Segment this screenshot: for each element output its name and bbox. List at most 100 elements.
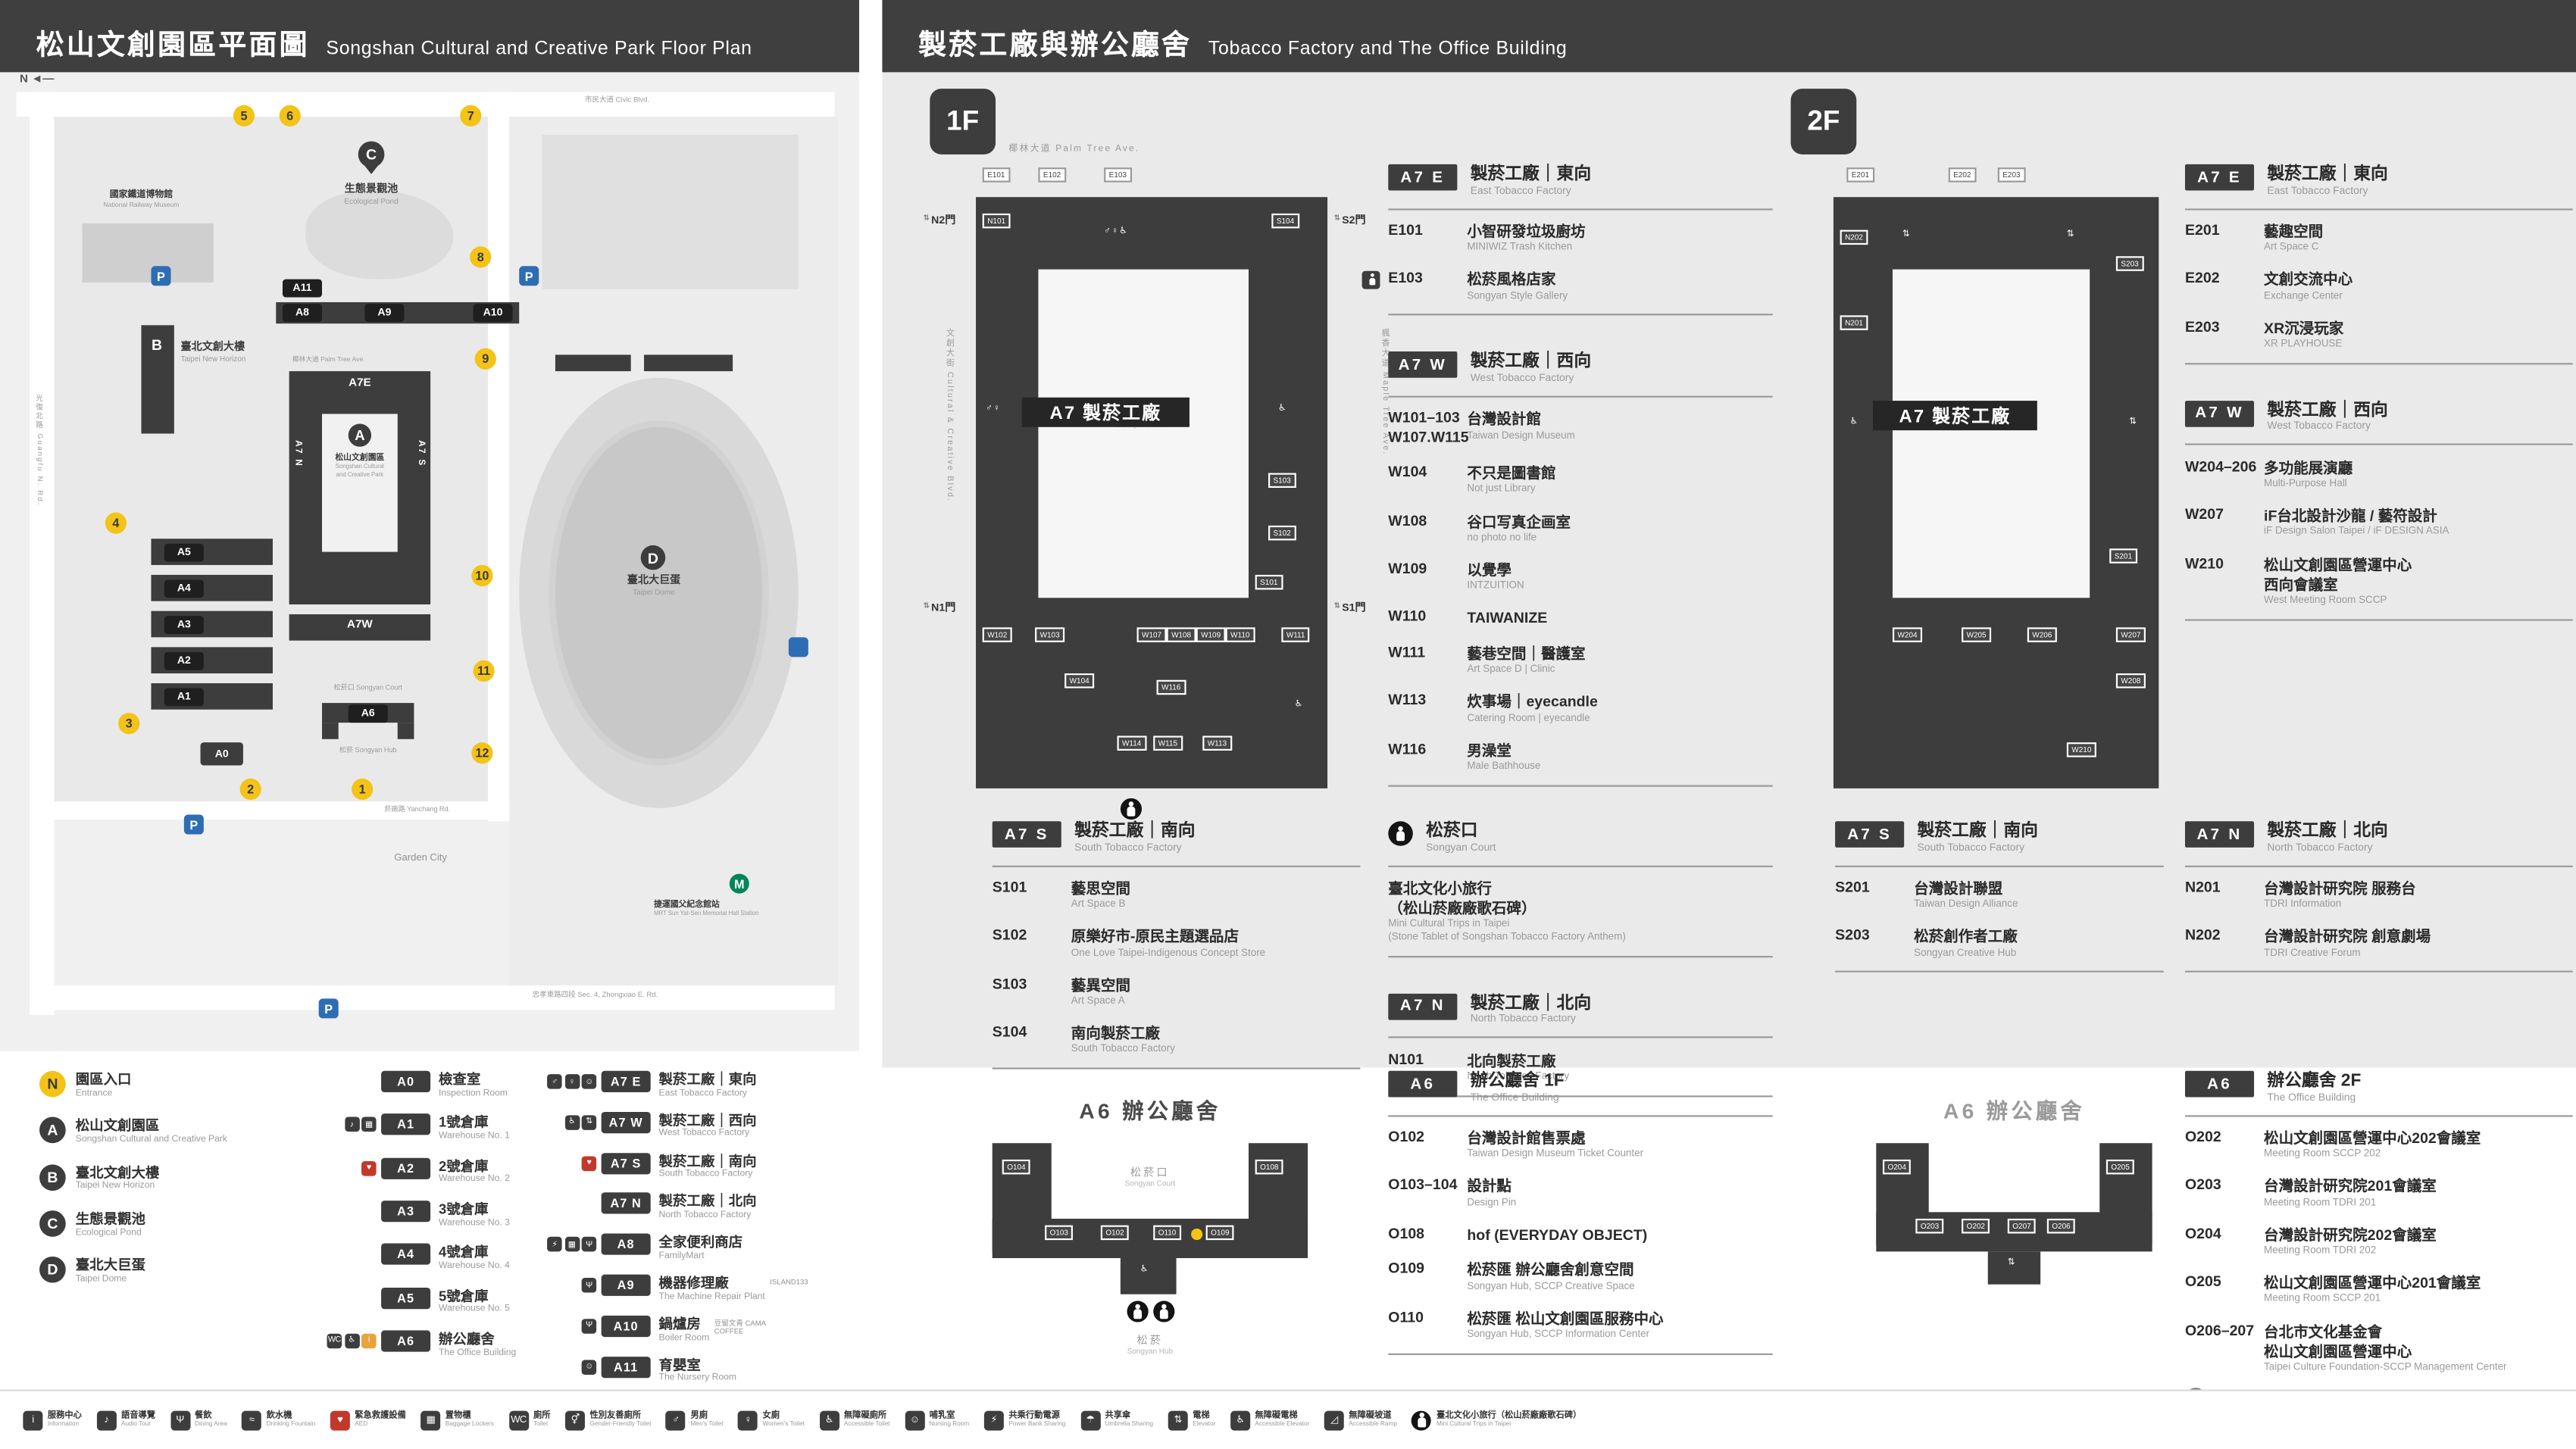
room-name-zh: 台灣設計館售票處 (1467, 1129, 1586, 1147)
plan-room-label: O206 (2046, 1218, 2076, 1234)
entrance-marker: 3 (118, 713, 140, 735)
road-guangfu-n-rd (30, 92, 55, 1016)
entrance-marker: 9 (474, 348, 496, 370)
plan-room-label: E201 (1846, 167, 1874, 183)
room-name-zh: 台灣設計研究院201會議室 (2264, 1178, 2437, 1195)
legend-en: North Tobacco Factory (658, 1210, 752, 1221)
plan-room-label: W113 (1202, 735, 1232, 751)
legend-icons: Ψ (542, 1316, 597, 1334)
a-zh: 松山文創園區 (335, 453, 385, 464)
mrt-en: MRT Sun Yat-Sen Memorial Hall Station (654, 910, 759, 917)
legend-zh: 檢查室 (438, 1070, 481, 1088)
plan-room-label: E202 (1948, 167, 1977, 183)
room-code: O103–104 (1388, 1176, 1458, 1194)
legend-en: Ecological Pond (75, 1228, 142, 1238)
person-icon (1133, 1303, 1143, 1320)
legend-zh: 5號倉庫 (438, 1287, 489, 1304)
plan-room-label: W109 (1196, 627, 1226, 642)
section-badge: A6 (1388, 1070, 1458, 1098)
plan-room-label: W207 (2115, 627, 2146, 642)
dining-icon: Ψ (581, 1278, 597, 1293)
a2-badge: A2 (164, 651, 204, 670)
a6-label: A6 (361, 707, 375, 719)
nursing-room-icon: ☺ (905, 1410, 925, 1430)
audio-tour-icon: ♪ (96, 1410, 117, 1430)
gate-arrow-icon: ⇅ (923, 213, 930, 222)
railway-museum-building (82, 223, 214, 283)
facility-pictogram: ⇅ (2007, 1257, 2016, 1269)
legend-en: Songshan Cultural and Creative Park (75, 1135, 228, 1145)
a1-badge: A1 (164, 687, 204, 706)
facility-pictogram: ⇅ (2066, 230, 2075, 240)
a4-label: A4 (177, 582, 191, 594)
plan-room-label: W102 (982, 627, 1012, 642)
songyan-hub-label: 松菸 Songyan Hub (339, 745, 397, 754)
legend-en: Boiler Room (658, 1332, 710, 1343)
room-name-en: Multi-Purpose Hall (2264, 477, 2347, 490)
power-bank-icon: ⚡ (547, 1237, 562, 1252)
gate-arrow-icon: ⇅ (1333, 601, 1341, 610)
plan-room-label: W208 (2115, 673, 2146, 689)
info-icon: i (361, 1333, 377, 1349)
entrance-marker: 2 (239, 778, 261, 801)
legend-badge: A11 (601, 1356, 651, 1378)
room-name-en: Not just Library (1467, 483, 1536, 495)
room-code: E101 (1388, 221, 1423, 239)
a1-label: A1 (177, 690, 191, 702)
room-code: W116 (1388, 740, 1427, 757)
plan-room-label: S102 (1268, 525, 1296, 541)
room-name-en: Meeting Room SCCP 201 (2264, 1293, 2381, 1305)
room-name-zh: 以覺學 (1467, 561, 1512, 579)
compass-north: N ◄— (20, 74, 54, 86)
umbrella-sharing-icon: ☂ (1080, 1410, 1100, 1430)
legend-badge: D (39, 1257, 66, 1284)
facility-pictogram: ⇅ (1902, 230, 1912, 240)
legend-zh: 全家便利商店 (658, 1234, 743, 1251)
room-code: S103 (992, 975, 1027, 992)
road-civic-blvd (16, 92, 835, 117)
room-name-en: Songyan Hub, SCCP Information Center (1467, 1329, 1650, 1341)
room-name-zh: 松菸風格店家 (1467, 271, 1556, 289)
section-badge: A6 (2184, 1070, 2255, 1098)
right-title-en: Tobacco Factory and The Office Building (1208, 39, 1568, 60)
legend-icons: WC♿i (322, 1330, 377, 1349)
iconbar-label: 臺北文化小旅行（松山菸廠廠歌石碑）Mini Cultural Trips in … (1436, 1411, 1581, 1429)
room-name-zh: 南向製菸工廠 (1071, 1025, 1160, 1042)
iconbar-label-zh: 語音導覽 (120, 1410, 155, 1421)
iconbar-label-zh: 女廁 (762, 1410, 780, 1421)
museum-zh: 國家鐵道博物館 (109, 190, 174, 201)
aed-icon: ♥ (581, 1155, 597, 1171)
legend-en: Warehouse No. 2 (438, 1175, 510, 1185)
legend-icons: ⚡▦Ψ (542, 1234, 597, 1252)
pond-zh: 生態景觀池 (344, 183, 399, 196)
d-zh: 臺北大巨蛋 (627, 574, 681, 587)
entrance-marker: 11 (473, 660, 495, 682)
plan-room-label: O102 (1100, 1225, 1130, 1241)
room-name-en: (Stone Tablet of Songshan Tobacco Factor… (1388, 931, 1626, 943)
yanchang-rd-label: 菸廠路 Yanchang Rd. (384, 804, 451, 813)
room-row: 臺北文化小旅行（松山菸廠廠歌石碑）Mini Cultural Trips in … (1388, 870, 1772, 951)
